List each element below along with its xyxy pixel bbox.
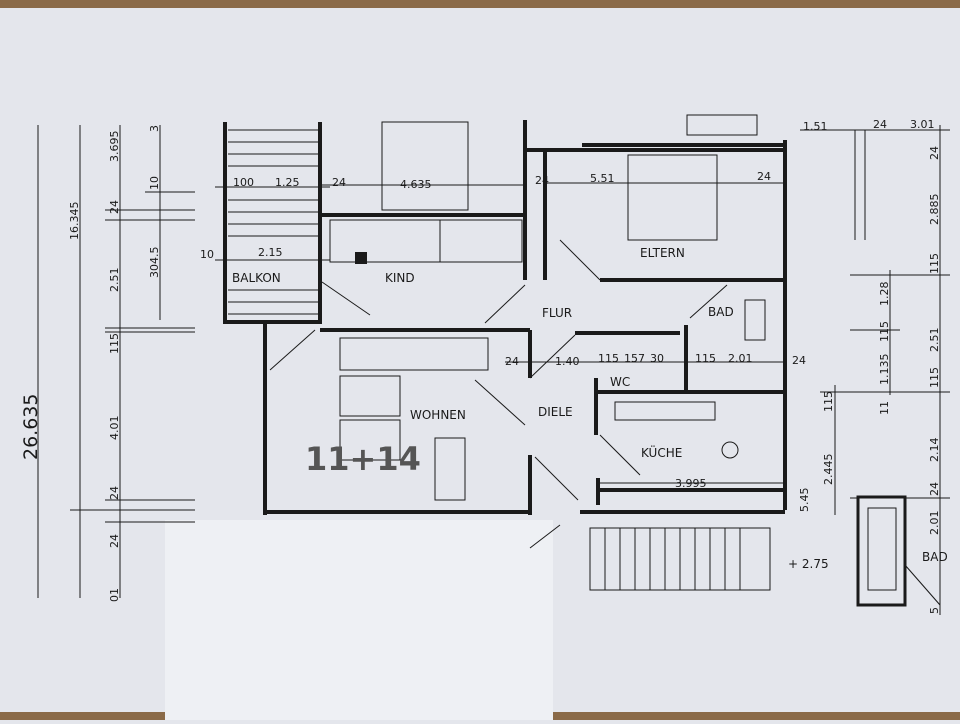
dim: 2.01	[728, 352, 753, 365]
dim-sub-height: 16.345	[68, 202, 81, 241]
room-label-balkon: BALKON	[232, 271, 281, 285]
dim: 2.51	[108, 268, 121, 293]
dim: 10	[148, 176, 161, 190]
dim: 3.01	[910, 118, 935, 131]
dim: 11	[878, 401, 891, 415]
dim: 115	[928, 253, 941, 274]
dim: 2.885	[928, 194, 941, 226]
room-label-bad: BAD	[708, 305, 734, 319]
dim: 3.995	[675, 477, 707, 490]
dim: 24	[505, 355, 519, 368]
dim: 24	[108, 200, 121, 214]
dim: 2.15	[258, 246, 283, 259]
dim: 3.695	[108, 131, 121, 163]
room-label-bad-2: BAD	[922, 550, 948, 564]
dim: 2.14	[928, 438, 941, 463]
dining-table	[434, 437, 466, 501]
dim: 3	[148, 125, 161, 132]
dim-total-height: 26.635	[20, 394, 42, 460]
dim: 1.135	[878, 354, 891, 386]
dim: 24	[108, 534, 121, 548]
dim: 2.51	[928, 328, 941, 353]
dim: 115	[928, 367, 941, 388]
room-label-kueche: KÜCHE	[641, 444, 682, 460]
dim: 1.51	[803, 120, 828, 133]
dim: 5.51	[590, 172, 615, 185]
dim: 115	[695, 352, 716, 365]
room-label-wc: WC	[610, 375, 630, 389]
kitchen-sink	[721, 441, 739, 459]
grid-lines	[320, 125, 950, 615]
dim: 4.635	[400, 178, 432, 191]
kitchen-counter	[614, 401, 716, 421]
dim: 10	[200, 248, 214, 261]
paper-sheet-overlay	[165, 520, 553, 720]
dim: 24	[535, 174, 549, 187]
dim: 24	[757, 170, 771, 183]
horizontal-dims: 100 1.25 2.15 10 24 4.635 24 5.51 24 24 …	[200, 118, 935, 490]
dim: 2.445	[822, 454, 835, 486]
dim: 157	[624, 352, 645, 365]
dim: 30	[650, 352, 664, 365]
stair-treads	[529, 524, 741, 590]
dim: 5	[928, 607, 941, 614]
bathtub	[867, 507, 897, 591]
wohnen-shelf	[339, 337, 489, 371]
right-dims: 24 2.885 115 2.51 115 2.14 24 2.01 5 1.2…	[798, 146, 941, 614]
room-label-wohnen: WOHNEN	[410, 408, 466, 422]
dim: 115	[108, 333, 121, 354]
level-mark: + 2.75	[788, 557, 829, 571]
dim: 115	[878, 321, 891, 342]
left-dimension-lines	[37, 125, 195, 598]
left-chain-dims: 3.695 24 2.51 115 4.01 24 24 01 3 10 304…	[108, 125, 161, 602]
kind-desk	[439, 219, 523, 263]
kind-bed	[329, 219, 441, 263]
chimney-block	[355, 252, 367, 264]
dim: 24	[332, 176, 346, 189]
dim: 24	[928, 482, 941, 496]
dim: 2.01	[928, 511, 941, 536]
wood-edge-top	[0, 0, 960, 8]
dim: 304.5	[148, 247, 161, 279]
dim: 4.01	[108, 416, 121, 441]
dim: 01	[108, 588, 121, 602]
dim: 1.40	[555, 355, 580, 368]
dim: 24	[873, 118, 887, 131]
dim: 115	[598, 352, 619, 365]
dim: 24	[108, 486, 121, 500]
dim: 5.45	[798, 488, 811, 513]
dim: 24	[792, 354, 806, 367]
dim: 115	[822, 391, 835, 412]
room-label-eltern: ELTERN	[640, 246, 685, 260]
furniture	[329, 114, 897, 591]
room-label-diele: DIELE	[538, 405, 573, 419]
room-label-kind: KIND	[385, 271, 415, 285]
dim: 24	[928, 146, 941, 160]
walls	[223, 120, 907, 607]
handwritten-note: 11+14	[305, 440, 421, 478]
dim: 100	[233, 176, 254, 189]
door-swings	[269, 239, 941, 606]
dim: 1.28	[878, 282, 891, 307]
balkon-hatching	[215, 129, 330, 315]
dim: 1.25	[275, 176, 300, 189]
eltern-bed	[627, 154, 718, 241]
room-label-flur: FLUR	[542, 306, 572, 320]
kind-carpet	[381, 121, 469, 211]
